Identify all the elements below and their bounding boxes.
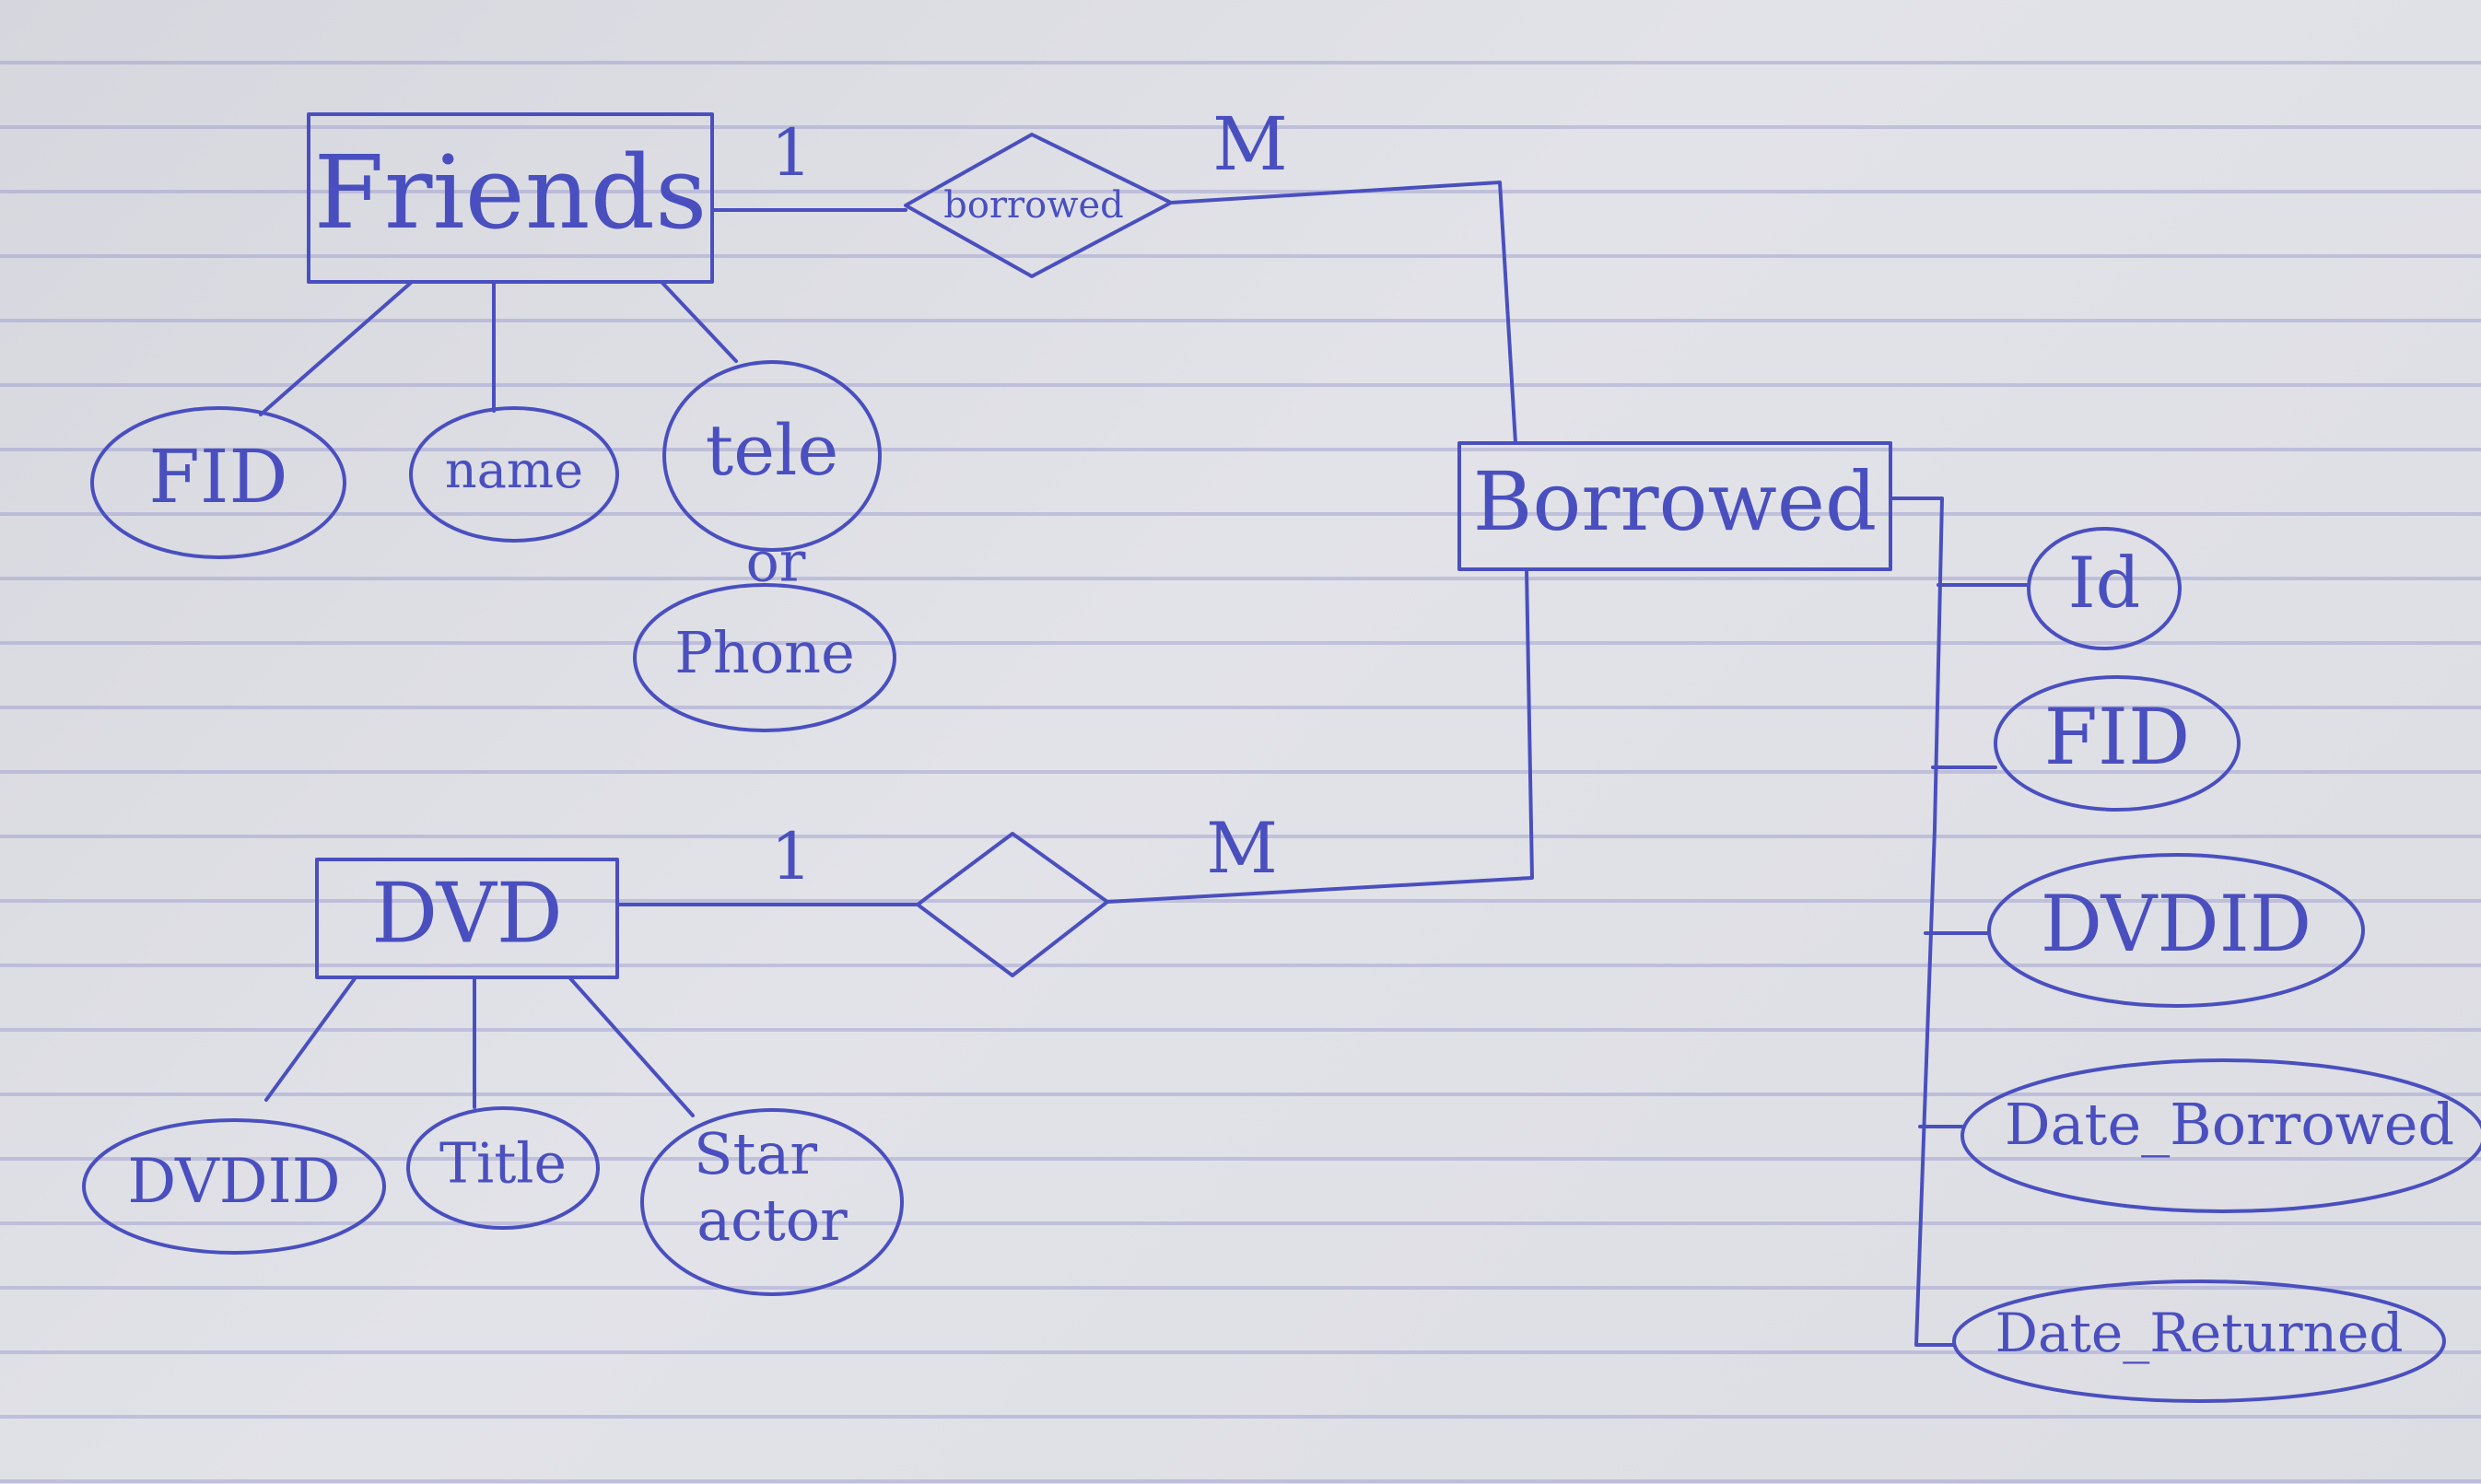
entity-box bbox=[307, 112, 714, 284]
attribute-ellipse bbox=[82, 1118, 386, 1255]
friends-attributes: FID name tele or Phone bbox=[90, 280, 896, 732]
attribute-line bbox=[660, 280, 738, 363]
borrowed-attributes: Id FID DVDID Date_Borrowed Date_Returned bbox=[1889, 497, 2481, 1403]
entity-borrowed: Borrowed bbox=[1457, 441, 1892, 571]
cardinality-many: M bbox=[1206, 807, 1278, 889]
entity-label: Friends bbox=[314, 134, 708, 251]
attribute-dvdid: DVDID bbox=[127, 1146, 340, 1217]
entity-dvd: DVD bbox=[315, 858, 619, 979]
attribute-name: name bbox=[445, 441, 583, 499]
attribute-date-returned: Date_Returned bbox=[1995, 1302, 2404, 1364]
attribute-ellipse bbox=[1994, 675, 2241, 812]
attribute-title: Title bbox=[439, 1132, 567, 1197]
entity-label: Borrowed bbox=[1473, 454, 1878, 549]
connector-line bbox=[1106, 567, 1534, 904]
attribute-fid: FID bbox=[2044, 692, 2191, 782]
connector-line bbox=[1169, 181, 1517, 445]
attribute-ellipse bbox=[1952, 1280, 2446, 1403]
attribute-line bbox=[264, 976, 357, 1102]
attribute-ellipse bbox=[409, 406, 619, 543]
attribute-ellipse bbox=[2027, 527, 2182, 650]
attribute-dvdid: DVDID bbox=[2041, 879, 2311, 969]
attribute-id: Id bbox=[2068, 542, 2141, 624]
attribute-ellipse bbox=[90, 406, 346, 559]
attribute-star: Star bbox=[694, 1120, 817, 1187]
relationship-dvd-borrowed: 1 M bbox=[615, 567, 1534, 977]
attribute-actor: actor bbox=[696, 1186, 848, 1254]
attribute-fid: FID bbox=[148, 434, 287, 520]
cardinality-one: 1 bbox=[771, 115, 813, 191]
attribute-ellipse bbox=[406, 1106, 600, 1230]
attribute-ellipse bbox=[662, 360, 882, 552]
cardinality-many: M bbox=[1212, 101, 1288, 187]
relationship-label: borrowed bbox=[943, 184, 1124, 227]
attribute-line bbox=[259, 280, 414, 416]
attribute-ellipse bbox=[640, 1108, 904, 1296]
entity-friends: Friends bbox=[307, 112, 714, 284]
attribute-ellipse bbox=[1960, 1058, 2481, 1213]
attribute-phone: Phone bbox=[674, 619, 855, 686]
attribute-line bbox=[568, 976, 695, 1117]
attribute-ellipse bbox=[633, 583, 896, 732]
entity-label: DVD bbox=[371, 865, 563, 962]
relationship-friends-borrowed: borrowed 1 M bbox=[710, 101, 1517, 445]
attribute-date-borrowed: Date_Borrowed bbox=[2005, 1091, 2454, 1158]
entity-box bbox=[1457, 441, 1892, 571]
attribute-ellipse bbox=[1987, 853, 2365, 1008]
attribute-trunk-line bbox=[1889, 497, 1956, 1347]
dvd-attributes: DVDID Title Star actor bbox=[82, 976, 904, 1296]
attribute-tele: tele bbox=[706, 409, 839, 491]
cardinality-one: 1 bbox=[771, 819, 813, 894]
entity-box bbox=[315, 858, 619, 979]
relationship-diamond bbox=[916, 832, 1109, 977]
